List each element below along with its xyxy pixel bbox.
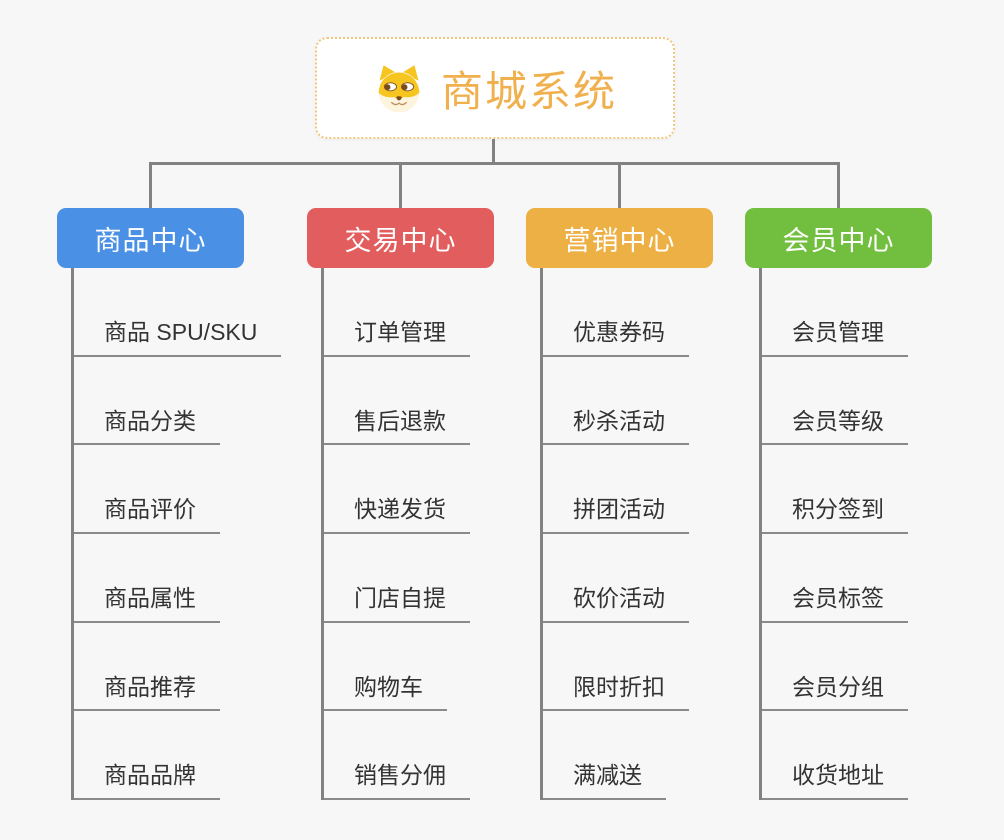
branch: 会员中心 会员管理 会员等级 积分签到 会员标签 会员分组 收货地址: [745, 162, 932, 801]
leaf-topic[interactable]: 快递发货: [324, 496, 470, 535]
leaf-topic[interactable]: 积分签到: [762, 496, 908, 535]
branch: 交易中心 订单管理 售后退款 快递发货 门店自提 购物车 销售分佣: [307, 162, 494, 801]
leaf-slot: 砍价活动: [543, 534, 689, 623]
root-stem-connector: [492, 139, 495, 163]
branch: 商品中心 商品 SPU/SKU 商品分类 商品评价 商品属性 商品推荐 商品品牌: [57, 162, 282, 801]
leaf-slot: 门店自提: [324, 534, 470, 623]
leaf-slot: 会员管理: [762, 268, 908, 357]
leaf-topic[interactable]: 优惠券码: [543, 319, 689, 357]
root-node[interactable]: 商城系统: [315, 37, 675, 139]
leaf-topic[interactable]: 会员分组: [762, 674, 908, 712]
branch-drop-connector: [399, 162, 402, 208]
leaf-slot: 商品评价: [74, 445, 281, 535]
leaf-topic[interactable]: 商品评价: [74, 496, 220, 535]
leaf-topic[interactable]: 订单管理: [324, 319, 470, 357]
branch-drop-connector: [837, 162, 840, 208]
branch-label: 营销中心: [563, 225, 676, 256]
branch-bus-connector: [150, 162, 840, 165]
leaf-topic[interactable]: 满减送: [543, 762, 666, 801]
leaf-topic[interactable]: 收货地址: [762, 762, 908, 801]
branch-children-column: 会员管理 会员等级 积分签到 会员标签 会员分组 收货地址: [759, 268, 908, 801]
leaf-slot: 商品品牌: [74, 711, 281, 801]
leaf-topic[interactable]: 售后退款: [324, 408, 470, 446]
leaf-slot: 快递发货: [324, 445, 470, 535]
leaf-topic[interactable]: 限时折扣: [543, 674, 689, 712]
leaf-slot: 订单管理: [324, 268, 470, 357]
leaf-slot: 会员标签: [762, 534, 908, 623]
leaf-slot: 会员分组: [762, 623, 908, 712]
leaf-topic[interactable]: 门店自提: [324, 585, 470, 623]
branch-drop-connector: [149, 162, 152, 208]
leaf-slot: 售后退款: [324, 357, 470, 446]
branch: 营销中心 优惠券码 秒杀活动 拼团活动 砍价活动 限时折扣 满减送: [526, 162, 713, 801]
shiba-dog-icon: [373, 62, 425, 114]
leaf-topic[interactable]: 销售分佣: [324, 762, 470, 801]
leaf-topic[interactable]: 商品推荐: [74, 674, 220, 712]
branch-node[interactable]: 商品中心: [57, 208, 244, 268]
leaf-slot: 积分签到: [762, 445, 908, 535]
branch-label: 交易中心: [344, 225, 457, 256]
branch-node[interactable]: 营销中心: [526, 208, 713, 268]
leaf-topic[interactable]: 商品 SPU/SKU: [74, 319, 282, 357]
leaf-slot: 商品分类: [74, 357, 281, 446]
leaf-topic[interactable]: 秒杀活动: [543, 408, 689, 446]
branch-children-column: 订单管理 售后退款 快递发货 门店自提 购物车 销售分佣: [321, 268, 470, 801]
leaf-slot: 优惠券码: [543, 268, 689, 357]
branch-node[interactable]: 会员中心: [745, 208, 932, 268]
leaf-slot: 会员等级: [762, 357, 908, 446]
leaf-topic[interactable]: 会员标签: [762, 585, 908, 623]
root-title: 商城系统: [440, 67, 617, 115]
leaf-topic[interactable]: 会员等级: [762, 408, 908, 446]
leaf-topic[interactable]: 拼团活动: [543, 496, 689, 535]
branch-label: 商品中心: [94, 225, 207, 256]
branch-drop-connector: [618, 162, 621, 208]
leaf-topic[interactable]: 砍价活动: [543, 585, 689, 623]
branch-children-column: 优惠券码 秒杀活动 拼团活动 砍价活动 限时折扣 满减送: [540, 268, 689, 801]
leaf-topic[interactable]: 商品属性: [74, 585, 220, 623]
branch-node[interactable]: 交易中心: [307, 208, 494, 268]
leaf-slot: 满减送: [543, 711, 689, 801]
leaf-topic[interactable]: 会员管理: [762, 319, 908, 357]
leaf-slot: 购物车: [324, 623, 470, 712]
leaf-slot: 秒杀活动: [543, 357, 689, 446]
leaf-slot: 限时折扣: [543, 623, 689, 712]
branch-label: 会员中心: [782, 225, 895, 256]
leaf-topic[interactable]: 商品品牌: [74, 762, 220, 801]
branch-children-column: 商品 SPU/SKU 商品分类 商品评价 商品属性 商品推荐 商品品牌: [71, 268, 282, 801]
leaf-topic[interactable]: 商品分类: [74, 408, 220, 446]
leaf-slot: 收货地址: [762, 711, 908, 801]
leaf-slot: 商品推荐: [74, 623, 281, 712]
leaf-slot: 拼团活动: [543, 445, 689, 535]
leaf-slot: 商品 SPU/SKU: [74, 268, 282, 357]
leaf-slot: 商品属性: [74, 534, 281, 623]
leaf-slot: 销售分佣: [324, 711, 470, 801]
leaf-topic[interactable]: 购物车: [324, 674, 447, 712]
